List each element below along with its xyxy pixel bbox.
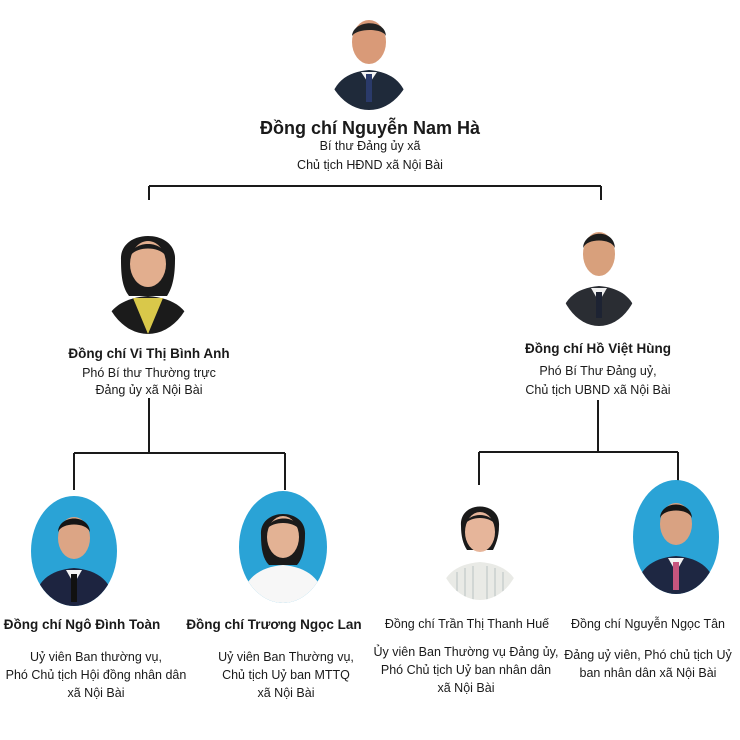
portrait-left-deputy	[101, 210, 195, 334]
member-3-title-3: xã Nội Bài	[437, 681, 495, 695]
portrait-member-2	[239, 491, 327, 603]
member-2-title-3: xã Nội Bài	[257, 686, 315, 700]
member-2-name: Đồng chí Trương Ngọc Lan	[186, 617, 362, 632]
root-name: Đồng chí Nguyễn Nam Hà	[259, 118, 481, 138]
member-3-name: Đồng chí Trần Thị Thanh Huế	[384, 617, 550, 631]
member-4-title-2: ban nhân dân xã Nội Bài	[579, 666, 717, 680]
left-deputy-title-2: Đảng ủy xã Nội Bài	[95, 383, 203, 397]
root-title-1: Bí thư Đảng ủy xã	[319, 139, 421, 153]
member-2-title-2: Chủ tịch Uỷ ban MTTQ	[222, 668, 350, 682]
root-title-2: Chủ tịch HĐND xã Nội Bài	[297, 158, 443, 172]
portrait-member-3	[437, 486, 523, 600]
portrait-root	[325, 2, 413, 110]
member-2-title-1: Uỷ viên Ban Thường vụ,	[218, 650, 354, 664]
right-deputy-name: Đồng chí Hồ Việt Hùng	[525, 341, 671, 356]
member-3-title-2: Phó Chủ tịch Uỷ ban nhân dân	[380, 663, 552, 677]
member-4-name: Đồng chí Nguyễn Ngọc Tân	[570, 617, 726, 631]
member-3-title-1: Ủy viên Ban Thường vụ Đảng ủy,	[373, 645, 559, 659]
portrait-member-1	[31, 496, 117, 606]
portrait-right-deputy	[557, 210, 641, 326]
member-1-name: Đồng chí Ngô Đình Toàn	[3, 617, 161, 632]
left-deputy-name: Đồng chí Vi Thị Bình Anh	[68, 346, 230, 361]
portrait-member-4	[633, 480, 719, 594]
member-1-title-1: Uỷ viên Ban thường vụ,	[30, 650, 162, 664]
left-deputy-title-1: Phó Bí thư Thường trực	[82, 366, 216, 380]
member-4-title-1: Đảng uỷ viên, Phó chủ tịch Uỷ	[564, 648, 732, 662]
member-1-title-3: xã Nội Bài	[67, 686, 125, 700]
right-deputy-title-2: Chủ tịch UBND xã Nội Bài	[525, 383, 671, 397]
right-deputy-title-1: Phó Bí Thư Đảng uỷ,	[539, 364, 657, 378]
member-1-title-2: Phó Chủ tịch Hội đồng nhân dân	[5, 668, 187, 682]
